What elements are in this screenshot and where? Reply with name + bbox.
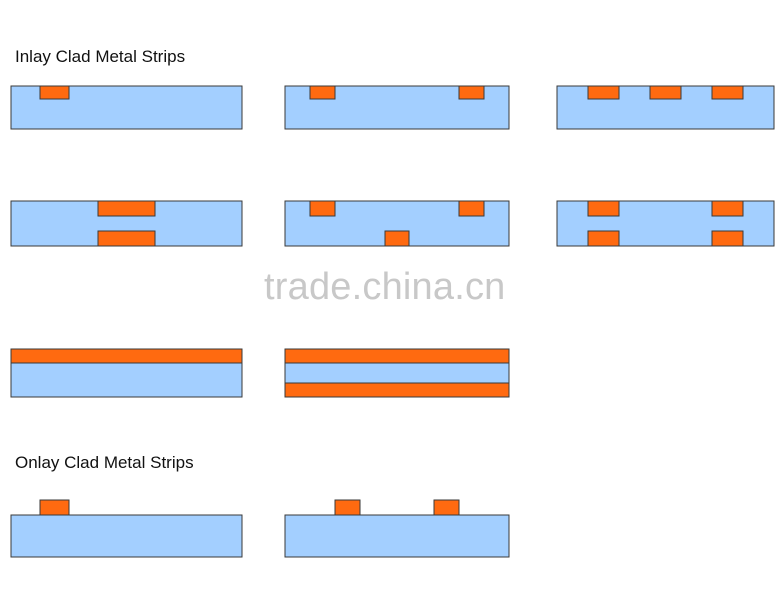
clad-metal-strip — [309, 85, 336, 100]
onlay-two-strips — [284, 499, 510, 558]
clad-metal-strip — [433, 499, 460, 516]
inlay-double-sided-offset — [284, 200, 510, 247]
clad-metal-strip — [284, 348, 510, 364]
clad-metal-strip — [97, 200, 156, 217]
clad-metal-strip — [10, 348, 243, 364]
base-metal-strip — [10, 514, 243, 558]
clad-metal-strip — [711, 230, 744, 247]
clad-metal-strip — [309, 200, 336, 217]
clad-metal-strip — [587, 230, 620, 247]
clad-metal-strip — [458, 200, 485, 217]
onlay-single-strip — [10, 499, 243, 558]
clad-metal-strip — [39, 499, 70, 516]
clad-metal-strip — [711, 200, 744, 217]
clad-metal-strip — [711, 85, 744, 100]
inlay-full-width-both-layers — [284, 348, 510, 398]
clad-metal-strip — [284, 382, 510, 398]
inlay-two-strips — [284, 85, 510, 130]
clad-metal-strip — [384, 230, 410, 247]
inlay-full-width-top-layer — [10, 348, 243, 398]
clad-metal-strip — [39, 85, 70, 100]
base-metal-strip — [284, 514, 510, 558]
inlay-section-title: Inlay Clad Metal Strips — [15, 47, 186, 66]
inlay-single-strip — [10, 85, 243, 130]
clad-metal-strip — [587, 85, 620, 100]
inlay-double-sided-four-strips — [556, 200, 775, 247]
clad-metal-strip — [97, 230, 156, 247]
clad-metal-strip — [649, 85, 682, 100]
clad-metal-strip — [458, 85, 485, 100]
clad-metal-strip — [587, 200, 620, 217]
clad-metal-strip — [334, 499, 361, 516]
inlay-double-sided-center — [10, 200, 243, 247]
onlay-section-title: Onlay Clad Metal Strips — [15, 453, 194, 472]
inlay-three-strips — [556, 85, 775, 130]
watermark-text: trade.china.cn — [264, 266, 506, 308]
